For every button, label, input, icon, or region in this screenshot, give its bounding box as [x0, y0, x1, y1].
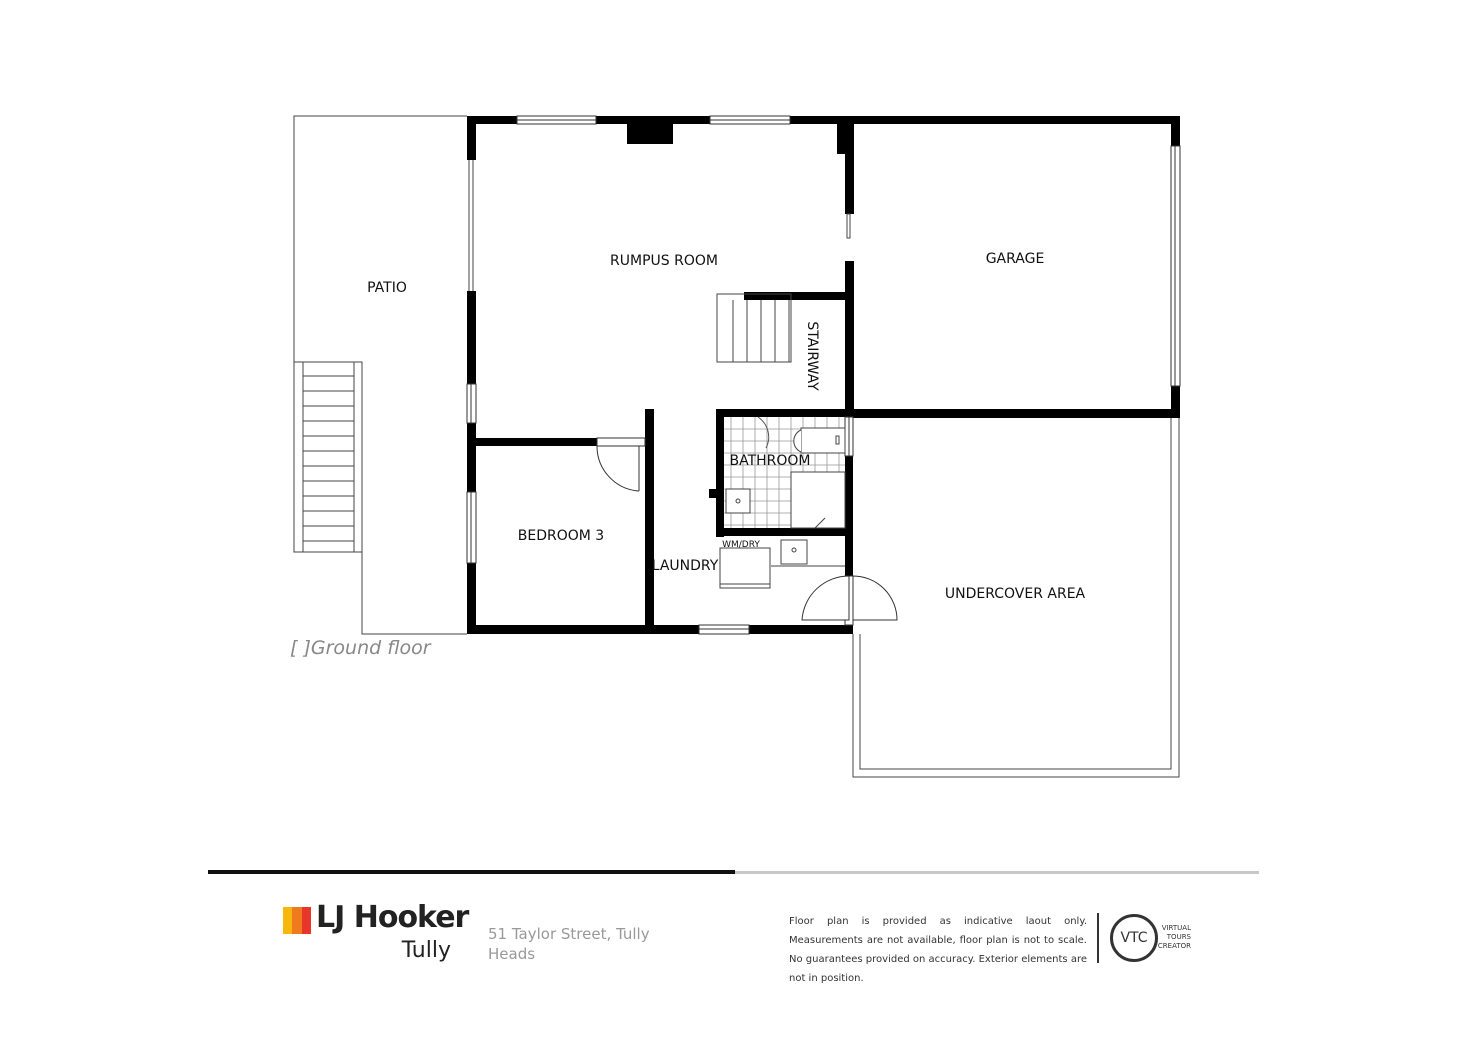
agency-brand: LJ Hooker — [316, 900, 469, 935]
wm-dry-label: WM/DRY — [722, 540, 760, 550]
patio-stairs — [293, 361, 363, 553]
logo-bar-yellow — [283, 907, 293, 934]
footer-rule-dark — [208, 870, 735, 874]
footer-rule-light — [735, 871, 1259, 874]
garage-label: GARAGE — [986, 251, 1045, 267]
undercover-outline — [852, 416, 1180, 778]
logo-mark-icon — [283, 907, 311, 934]
vtc-line-2: TOURS — [1166, 933, 1191, 941]
disclaimer-text: Floor plan is provided as indicative lao… — [789, 916, 1087, 984]
bathroom-tiles — [724, 416, 846, 529]
laundry-fixtures — [719, 539, 845, 589]
partition-door — [846, 213, 851, 239]
patio-label: PATIO — [367, 280, 407, 296]
undercover-area-label: UNDERCOVER AREA — [945, 586, 1086, 602]
logo-bar-orange — [292, 907, 302, 934]
stairway-label: STAIRWAY — [804, 321, 820, 391]
bathroom-label: BATHROOM — [729, 453, 810, 469]
floor-caption: [ ]Ground floor — [290, 637, 431, 659]
interior-stairs — [716, 293, 792, 363]
sliding-door — [468, 160, 474, 291]
patio-outline — [293, 115, 467, 635]
vtc-divider — [1097, 913, 1099, 963]
agency-office: Tully — [401, 938, 451, 963]
vtc-line-1: VIRTUAL — [1161, 924, 1191, 932]
vtc-line-3: CREATOR — [1157, 942, 1191, 950]
bedroom-3-label: BEDROOM 3 — [518, 528, 604, 544]
rumpus-room-label: RUMPUS ROOM — [610, 253, 718, 269]
vtc-badge-text: VTC — [1120, 930, 1148, 946]
vtc-wordmark: VIRTUAL TOURS CREATOR — [1155, 924, 1191, 951]
bedroom-door — [596, 437, 646, 492]
laundry-label: LAUNDRY — [652, 558, 719, 574]
property-address: 51 Taylor Street, Tully Heads — [488, 925, 650, 963]
windows — [466, 115, 1181, 635]
logo-bar-red — [301, 907, 311, 934]
agency-logo: LJ Hooker Tully — [283, 900, 469, 974]
vtc-badge-icon: VTC — [1110, 914, 1158, 962]
laundry-door — [801, 575, 898, 626]
walls — [467, 116, 1180, 634]
